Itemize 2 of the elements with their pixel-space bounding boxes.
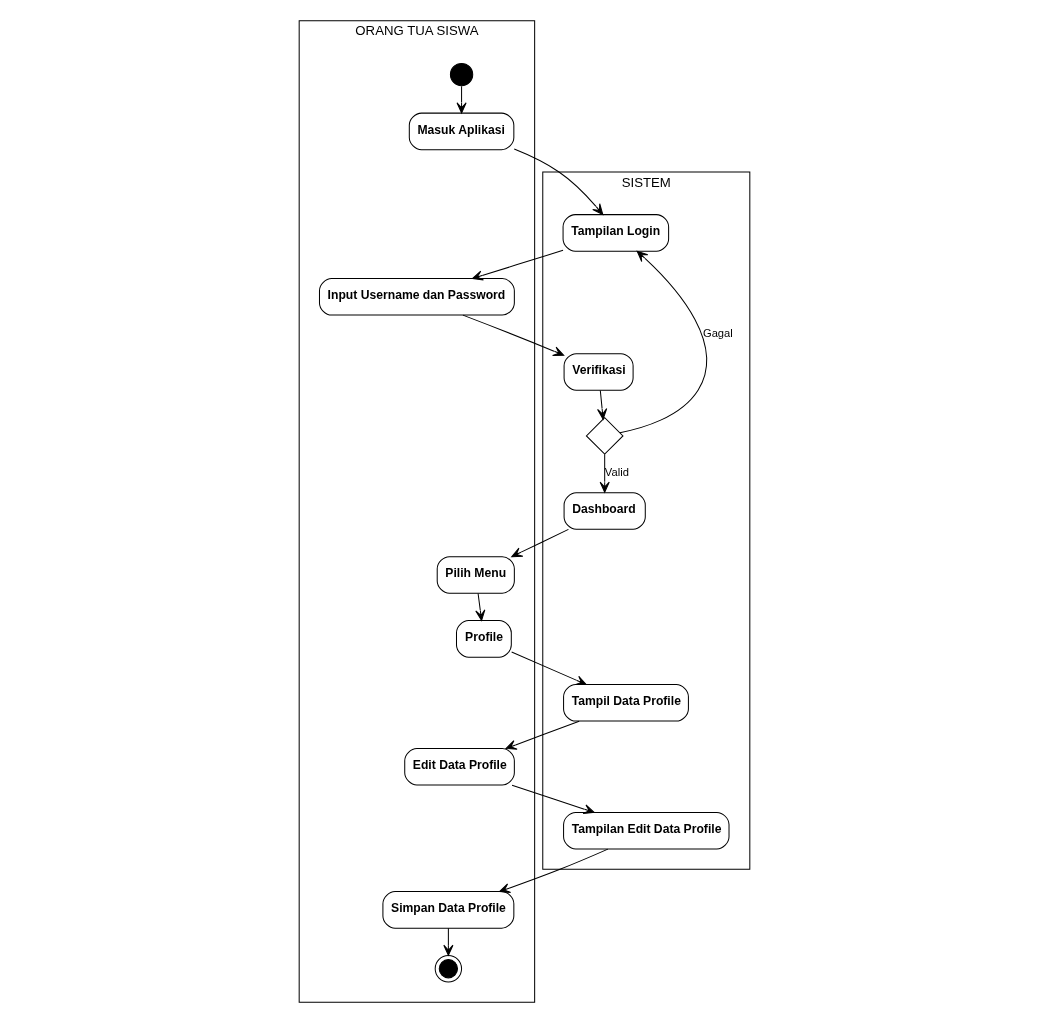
edge-label: Valid xyxy=(604,466,629,479)
edge-label: Gagal xyxy=(702,327,733,340)
